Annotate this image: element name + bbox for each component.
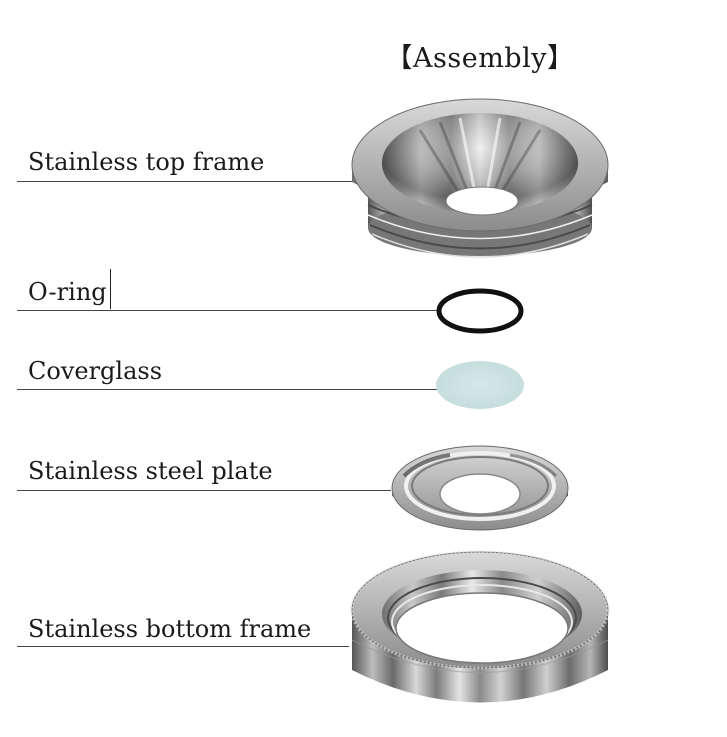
leader-line-steel-plate xyxy=(17,490,391,491)
label-bottom-frame: Stainless bottom frame xyxy=(28,615,312,643)
bottom-frame-illustration xyxy=(350,550,610,703)
coverglass-illustration xyxy=(436,361,524,409)
label-o-ring: O-ring xyxy=(28,278,107,306)
label-coverglass: Coverglass xyxy=(28,357,163,385)
leader-line-o-ring xyxy=(17,310,439,311)
label-steel-plate: Stainless steel plate xyxy=(28,457,273,485)
top-frame-illustration xyxy=(351,98,609,258)
leader-line-coverglass xyxy=(17,389,437,390)
leader-line-top-frame xyxy=(17,181,355,182)
diagram-title: 【Assembly】 xyxy=(385,43,575,74)
o-ring-illustration xyxy=(436,288,524,334)
label-top-frame: Stainless top frame xyxy=(28,148,265,176)
leader-line-bottom-frame xyxy=(17,646,349,647)
steel-plate-illustration xyxy=(391,445,569,531)
text-cursor xyxy=(110,269,111,309)
